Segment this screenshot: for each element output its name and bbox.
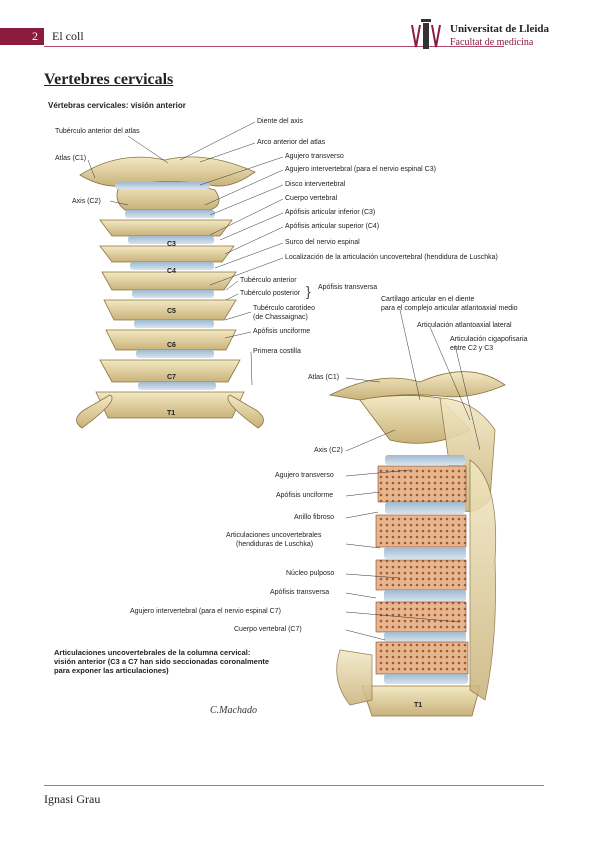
figure-label: Tubérculo carotídeo — [253, 305, 315, 312]
figure-label: Apófisis transversa — [270, 589, 330, 596]
university-crest-icon — [411, 19, 441, 49]
figure-label: Apófisis unciforme — [276, 492, 334, 499]
figure-label: Primera costilla — [253, 348, 301, 355]
figure-label: Axis (C2) — [72, 198, 101, 205]
vertebra-label: C5 — [167, 308, 176, 315]
anterior-view-figure — [76, 156, 264, 429]
figure-label: entre C2 y C3 — [450, 345, 494, 352]
figure-label: Agujero intervertebral (para el nervio e… — [130, 608, 281, 615]
figure-label: Articulación cigapofisaria — [450, 336, 528, 343]
brace-icon: } — [306, 283, 311, 299]
figure-label: Axis (C2) — [314, 447, 343, 454]
footer-author: Ignasi Grau — [44, 792, 101, 806]
leader-lines — [87, 121, 481, 641]
figure-label: Anillo fibroso — [294, 514, 335, 521]
university-name: Universitat de Lleida — [450, 23, 549, 35]
vertebra-label: T1 — [414, 702, 423, 709]
figure-label: Disco intervertebral — [285, 181, 346, 188]
figure-label: Agujero transverso — [275, 472, 334, 479]
figure-label: Apófisis articular inferior (C3) — [285, 209, 376, 216]
header-rule — [44, 46, 504, 47]
figure-label: Articulaciones uncovertebrales — [226, 532, 322, 539]
figure-subtitle: Vértebras cervicales: visión anterior — [48, 101, 186, 110]
figure-label: para el complejo articular atlantoaxial … — [381, 305, 518, 312]
footer-rule — [44, 785, 544, 786]
chapter-title: El coll — [52, 29, 84, 43]
vertebra-label: T1 — [167, 410, 176, 417]
vertebra-label: C6 — [167, 342, 176, 349]
figure-label: Atlas (C1) — [308, 374, 340, 381]
figure-caption: Articulaciones uncovertebrales de la col… — [54, 648, 270, 675]
figure-label: Tubérculo anterior — [240, 277, 297, 284]
page-title: Vertebres cervicals — [44, 71, 174, 88]
figure-label: (hendiduras de Luschka) — [236, 541, 314, 548]
figure-label: Agujero intervertebral (para el nervio e… — [285, 166, 436, 173]
figure-label: (de Chassaignac) — [253, 314, 308, 321]
vertebra-label: C4 — [167, 268, 176, 275]
figure-label: Tubérculo posterior — [240, 290, 301, 297]
figure-label: Surco del nervio espinal — [285, 239, 360, 246]
faculty-name: Facultat de medicina — [450, 37, 534, 48]
figure-label: Apófisis unciforme — [253, 328, 311, 335]
figure-label: Arco anterior del atlas — [257, 139, 326, 146]
vertebra-label: C3 — [167, 241, 176, 248]
figure-label: Cartílago articular en el diente — [381, 296, 475, 303]
artist-signature: C.Machado — [210, 705, 257, 716]
coronal-section-figure — [328, 371, 506, 717]
figure-label: Cuerpo vertebral (C7) — [234, 626, 302, 633]
figure-label: Apófisis articular superior (C4) — [285, 223, 380, 230]
figure-label: Articulación atlantoaxial lateral — [417, 322, 512, 329]
university-logo: Universitat de Lleida Facultat de medici… — [406, 17, 566, 53]
figure-label: Cuerpo vertebral — [285, 195, 338, 202]
figure-label: Apófisis transversa — [318, 284, 378, 291]
page-number: 2 — [0, 28, 44, 45]
figure-label: Agujero transverso — [285, 153, 344, 160]
figure-label: Núcleo pulposo — [286, 570, 335, 577]
vertebra-label: C7 — [167, 374, 176, 381]
figure-label: Tubérculo anterior del atlas — [55, 128, 140, 135]
figure-label: Localización de la articulación uncovert… — [285, 254, 498, 261]
figure-label: Diente del axis — [257, 118, 303, 125]
figure-label: Atlas (C1) — [55, 155, 87, 162]
